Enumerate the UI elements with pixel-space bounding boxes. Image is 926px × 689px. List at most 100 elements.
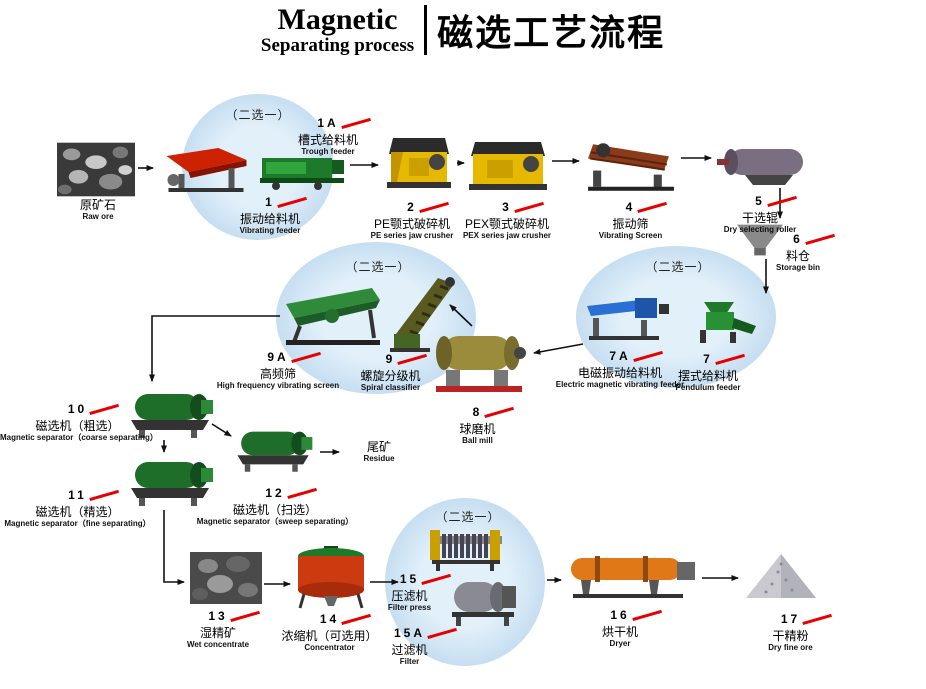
num-7: 7 bbox=[703, 352, 745, 366]
red-mark bbox=[341, 613, 372, 625]
choice-ellipse-bin-feeders bbox=[576, 246, 776, 388]
arrow-9a-to-10 bbox=[149, 315, 280, 382]
electric-magnetic-vibrating-feeder-icon bbox=[585, 296, 673, 341]
pex-jaw-crusher-en: PEX series jaw crusher bbox=[462, 231, 552, 241]
pex-jaw-crusher-icon bbox=[466, 138, 550, 198]
num-1a: 1A bbox=[317, 116, 371, 130]
pendulum-feeder-zh: 摆式给料机 bbox=[677, 368, 738, 383]
vibrating-feeder-en: Vibrating feeder bbox=[239, 226, 301, 236]
raw-ore-zh: 原矿石 bbox=[79, 198, 116, 212]
red-mark bbox=[631, 609, 662, 621]
separator-fine-zh: 磁选机（精选） bbox=[35, 504, 120, 519]
title-english: Magnetic Separating process bbox=[261, 4, 414, 56]
dry-selecting-roller-en: Dry selecting roller bbox=[723, 225, 797, 235]
red-mark bbox=[427, 627, 457, 639]
red-mark bbox=[397, 353, 428, 365]
red-mark bbox=[637, 201, 668, 213]
red-mark bbox=[340, 117, 371, 129]
label-ball-mill: 8 球磨机 Ball mill bbox=[425, 403, 530, 445]
choice-label-4: （二选一） bbox=[435, 510, 501, 524]
choice-ellipse-filters bbox=[385, 498, 545, 666]
dry-fine-ore-zh: 干精粉 bbox=[772, 628, 809, 643]
red-mark bbox=[805, 233, 835, 245]
pe-jaw-crusher-en: PE series jaw crusher bbox=[370, 231, 454, 241]
dryer-en: Dryer bbox=[609, 639, 631, 649]
filter-press-zh: 压滤机 bbox=[391, 588, 428, 603]
red-mark bbox=[484, 406, 515, 418]
arrow-8-to-9 bbox=[449, 304, 473, 327]
dry-selecting-roller-zh: 干选辊 bbox=[741, 210, 778, 225]
red-mark bbox=[514, 201, 544, 213]
num-11: 11 bbox=[68, 488, 119, 502]
num-8: 8 bbox=[473, 405, 515, 419]
num-5: 5 bbox=[755, 194, 797, 208]
label-pex-jaw-crusher: 3 PEX颚式破碎机 PEX series jaw crusher bbox=[442, 198, 572, 240]
concentrator-zh: 浓缩机（可选用） bbox=[281, 628, 378, 643]
wet-concentrate-icon bbox=[190, 552, 262, 604]
label-high-frequency-screen: 9A 高频筛 High frequency vibrating screen bbox=[213, 348, 343, 390]
vibrating-screen-en: Vibrating Screen bbox=[598, 231, 663, 241]
dryer-icon bbox=[565, 548, 700, 600]
emv-feeder-zh: 电磁振动给料机 bbox=[577, 365, 662, 380]
label-storage-bin: 6 料仓 Storage bin bbox=[758, 230, 838, 272]
separator-coarse-en: Magnetic separator（coarse separating） bbox=[0, 433, 158, 443]
red-mark bbox=[229, 610, 260, 622]
label-dry-selecting-roller: 5 干选辊 Dry selecting roller bbox=[700, 192, 820, 234]
vibrating-feeder-icon bbox=[158, 146, 254, 194]
red-mark bbox=[421, 573, 452, 585]
magnetic-separator-fine-icon bbox=[125, 454, 217, 506]
concentrator-en: Concentrator bbox=[304, 643, 355, 653]
pendulum-feeder-icon bbox=[690, 300, 762, 345]
arrow-11-to-13 bbox=[163, 510, 185, 585]
pendulum-feeder-en: Pendulum feeder bbox=[675, 383, 741, 393]
filter-zh: 过滤机 bbox=[391, 642, 428, 657]
residue-zh: 尾矿 bbox=[366, 440, 391, 454]
pe-jaw-crusher-zh: PE颚式破碎机 bbox=[373, 216, 450, 231]
num-7a: 7A bbox=[609, 349, 663, 363]
num-4: 4 bbox=[626, 200, 668, 214]
hf-screen-zh: 高频筛 bbox=[259, 366, 296, 381]
choice-label-2: （二选一） bbox=[345, 260, 411, 274]
spiral-classifier-icon bbox=[388, 276, 478, 354]
label-pendulum-feeder: 7 摆式给料机 Pendulum feeder bbox=[648, 350, 768, 392]
num-14: 14 bbox=[320, 612, 372, 626]
label-magnetic-separator-fine: 11 磁选机（精选） Magnetic separator（fine separ… bbox=[0, 486, 155, 528]
num-13: 13 bbox=[208, 609, 260, 623]
label-vibrating-screen: 4 振动筛 Vibrating Screen bbox=[578, 198, 683, 240]
magnetic-separator-sweep-icon bbox=[232, 424, 316, 472]
red-mark bbox=[89, 403, 120, 415]
ball-mill-zh: 球磨机 bbox=[459, 421, 496, 436]
separator-sweep-zh: 磁选机（扫选） bbox=[232, 502, 317, 517]
trough-feeder-zh: 槽式给料机 bbox=[297, 132, 358, 147]
label-dryer: 16 烘干机 Dryer bbox=[565, 606, 675, 648]
label-residue: 尾矿 Residue bbox=[344, 440, 414, 464]
label-filter-press: 15 压滤机 Filter press bbox=[362, 570, 457, 612]
pe-jaw-crusher-icon bbox=[383, 132, 455, 196]
residue-en: Residue bbox=[363, 454, 395, 464]
choice-label-1: （二选一） bbox=[225, 108, 291, 122]
label-raw-ore: 原矿石 Raw ore bbox=[58, 198, 138, 222]
arrow-10-to-12 bbox=[211, 423, 232, 437]
label-filter: 15A 过滤机 Filter bbox=[362, 624, 457, 666]
arrow-7-to-8 bbox=[533, 343, 584, 355]
dryer-zh: 烘干机 bbox=[601, 624, 638, 639]
emv-feeder-en: Electric magnetic vibrating feeder bbox=[555, 380, 685, 390]
label-pe-jaw-crusher: 2 PE颚式破碎机 PE series jaw crusher bbox=[352, 198, 472, 240]
dry-selecting-roller-icon bbox=[715, 145, 815, 187]
filter-en: Filter bbox=[399, 657, 420, 667]
vibrating-feeder-zh: 振动给料机 bbox=[239, 211, 300, 226]
choice-label-3: （二选一） bbox=[645, 260, 711, 274]
wet-concentrate-en: Wet concentrate bbox=[186, 640, 250, 650]
num-1: 1 bbox=[265, 195, 307, 209]
spiral-classifier-en: Spiral classifier bbox=[360, 383, 421, 393]
label-vibrating-feeder: 1 振动给料机 Vibrating feeder bbox=[225, 193, 315, 235]
filter-press-icon bbox=[426, 526, 506, 571]
num-9a: 9A bbox=[267, 350, 321, 364]
vibrating-screen-icon bbox=[583, 136, 679, 192]
num-17: 17 bbox=[781, 612, 833, 626]
trough-feeder-icon bbox=[258, 150, 346, 190]
title-english-line1: Magnetic bbox=[277, 3, 398, 36]
raw-ore-en: Raw ore bbox=[82, 212, 114, 222]
